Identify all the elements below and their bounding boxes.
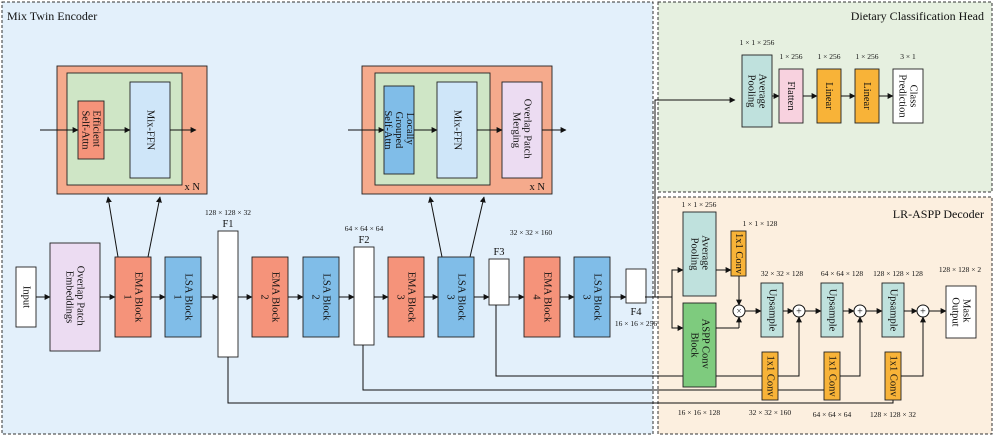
mix-ffn-label-left: Mix-FFN (145, 110, 156, 151)
mask-output-block (945, 285, 977, 339)
upsample-dim: 64 × 64 × 128 (821, 269, 863, 278)
head-block-label: Flatten (785, 81, 796, 111)
add-symbol: + (857, 307, 863, 318)
feature-map-f4 (625, 268, 647, 304)
overlap-patch-embeddings-label: Overlap Patch Embeddings (64, 266, 86, 328)
lsa-block-4 (302, 256, 340, 338)
head-block-3 (816, 68, 842, 124)
feature-name-label: F2 (358, 235, 369, 246)
repeat-label-right: x N (530, 182, 546, 193)
aspp-conv-label: ASPP Conv Block (689, 319, 711, 372)
decoder-avg-pool-dim: 1 × 1 × 256 (682, 200, 717, 209)
multiply-symbol: × (736, 306, 741, 316)
head-dim-label: 1 × 256 (856, 52, 879, 61)
encoder-title: Mix Twin Encoder (7, 9, 97, 23)
head-block-2 (778, 68, 804, 124)
upsample-dim: 128 × 128 × 128 (873, 269, 923, 278)
feature-dim-label: 128 × 128 × 32 (205, 208, 251, 217)
ema-block-1 (114, 256, 152, 338)
decoder-avg-pool-label: Average Pooling (689, 235, 711, 272)
conv-dim: 32 × 32 × 160 (749, 408, 791, 417)
encoder-block-label: LSA Block1 (172, 274, 194, 322)
feature-dim-label: 64 × 64 × 64 (345, 224, 384, 233)
encoder-block-label: EMA Block1 (122, 272, 144, 323)
conv-label: 1x1 Conv (888, 355, 899, 397)
input-label: Input (21, 286, 32, 308)
conv-dim: 64 × 64 × 64 (813, 410, 852, 419)
head-block-label: Linear (823, 82, 834, 110)
locally-grouped-attn-label: Locally GroupedSelf-Attn (382, 110, 415, 150)
decoder-avg-pool-block (682, 211, 717, 297)
feature-map-f3 (488, 258, 510, 306)
mix-ffn-block-right (436, 81, 478, 179)
upsample-label: Upsample (888, 289, 899, 332)
head-dim-label: 1 × 1 × 256 (740, 38, 775, 47)
overlap-patch-merging-block (501, 81, 543, 179)
efficient-self-attn-label: Efficient Self-Attn (80, 110, 102, 150)
decoder-title: LR-ASPP Decoder (893, 207, 984, 221)
aspp-dim: 16 × 16 × 128 (678, 408, 720, 417)
add-symbol: + (920, 307, 926, 318)
mix-ffn-block-left (129, 81, 171, 179)
conv-top-label: 1x1 Conv (733, 233, 744, 275)
feature-map-f2 (353, 246, 375, 346)
overlap-patch-embeddings-block (49, 242, 101, 352)
head-block-1 (741, 54, 773, 128)
feature-dim-label: 32 × 32 × 160 (510, 228, 552, 237)
overlap-patch-merging-label: Overlap Patch Merging (511, 99, 533, 161)
locally-grouped-attn-block (383, 85, 415, 175)
conv-label: 1x1 Conv (765, 355, 776, 397)
feature-dim-label: 16 × 16 × 256 (615, 319, 657, 328)
head-block-label: ClassPrediction (897, 74, 919, 118)
upsample-label: Upsample (767, 289, 778, 332)
head-dim-label: 3 × 1 (900, 52, 916, 61)
aspp-conv-block (682, 302, 717, 388)
upsample-block-1 (760, 282, 784, 338)
head-block-label: Linear (861, 82, 872, 110)
encoder-block-label: LSA Block2 (310, 274, 332, 322)
head-block-label: AveragePooling (746, 74, 768, 109)
encoder-block-label: LSA Block3 (445, 274, 467, 322)
encoder-block-label: EMA Block3 (395, 272, 417, 323)
conv-top-dim: 1 × 1 × 128 (743, 219, 778, 228)
mix-ffn-label-right: Mix-FFN (452, 110, 463, 151)
encoder-block-label: LSA Block3 (581, 274, 603, 322)
head-dim-label: 1 × 256 (818, 52, 841, 61)
lsa-block-2 (164, 256, 202, 338)
add-symbol: + (796, 307, 802, 318)
upsample-block-3 (881, 282, 905, 338)
head-dim-label: 1 × 256 (780, 52, 803, 61)
upsample-block-2 (820, 282, 844, 338)
conv-dim: 128 × 128 × 32 (870, 410, 916, 419)
mask-output-dim: 128 × 128 × 2 (939, 265, 981, 274)
head-title: Dietary Classification Head (851, 9, 984, 23)
encoder-block-label: EMA Block2 (259, 272, 281, 323)
encoder-block-label: EMA Block4 (531, 272, 553, 323)
repeat-label-left: x N (185, 182, 201, 193)
efficient-self-attn-block (77, 100, 105, 160)
feature-name-label: F3 (493, 247, 504, 258)
feature-map-f1 (217, 230, 239, 358)
feature-name-label: F1 (222, 219, 233, 230)
mask-output-label: Mask Output (950, 297, 972, 326)
head-block-5 (892, 68, 924, 124)
upsample-label: Upsample (827, 289, 838, 332)
feature-name-label: F4 (630, 307, 642, 318)
conv-label: 1x1 Conv (827, 355, 838, 397)
upsample-dim: 32 × 32 × 128 (761, 269, 803, 278)
